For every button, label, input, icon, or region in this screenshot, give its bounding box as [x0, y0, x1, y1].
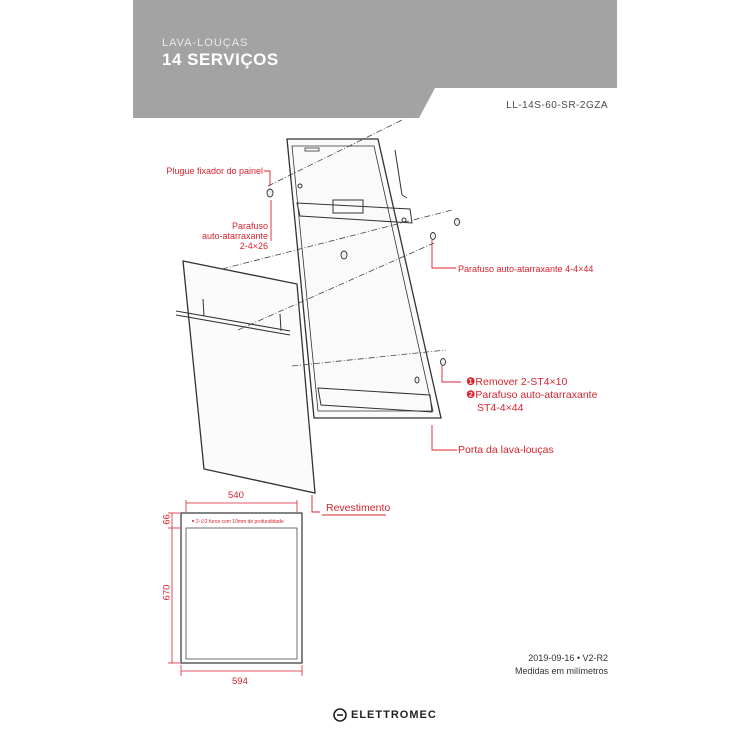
- dimension-width-bottom: 594: [232, 676, 248, 687]
- units-note: Medidas em milímetros: [514, 666, 608, 676]
- brand-logo: ELETTROMEC: [333, 707, 437, 723]
- step-1-number-icon: ❶: [466, 376, 476, 388]
- label-screw-2-line1: Parafuso: [231, 221, 268, 231]
- label-step-2-line2: ST4-4×44: [477, 402, 524, 414]
- label-cladding: Revestimento: [326, 502, 391, 514]
- step-2-number-icon: ❷: [466, 389, 476, 401]
- label-step-1: ❶Remover 2-ST4×10: [466, 376, 567, 389]
- label-screw-2-line2: auto-atarraxante: [201, 231, 268, 241]
- cladding-panel: [175, 260, 316, 494]
- revision-date: 2019-09-16 • V2-R2: [528, 653, 608, 663]
- model-code: LL-14S-60-SR-2GZA: [506, 100, 608, 111]
- hole-note: 2-∅2 furos com 10mm de profundidade: [196, 519, 284, 525]
- brand-name: ELETTROMEC: [351, 709, 437, 721]
- label-step-2: ❷Parafuso auto-atarraxante ST4-4×44: [466, 389, 597, 415]
- dimension-drawing: [168, 500, 303, 676]
- label-screw-2-line3: 2-4×26: [239, 241, 268, 251]
- label-step-2-line1: Parafuso auto-atarraxante: [475, 389, 598, 401]
- label-screw-4: Parafuso auto-atarraxante 4-4×44: [458, 264, 594, 274]
- dimension-height-top: 66: [161, 514, 173, 525]
- label-panel-plug: Plugue fixador do painel: [166, 166, 263, 176]
- page-title: 14 SERVIÇOS: [162, 50, 279, 69]
- screw-icons: [266, 188, 460, 384]
- product-category: LAVA-LOUÇAS: [162, 37, 249, 49]
- label-screw-2: Parafuso auto-atarraxante 2-4×26: [196, 221, 268, 251]
- header-band: [133, 0, 617, 118]
- leader-lines: [264, 170, 461, 516]
- elettromec-logo-icon: [333, 708, 347, 722]
- dimension-height-main: 670: [161, 584, 173, 601]
- label-door: Porta da lava-louças: [458, 444, 554, 456]
- dimension-width-top: 540: [228, 490, 244, 501]
- label-step-1-text: Remover 2-ST4×10: [475, 376, 568, 388]
- dishwasher-door: [286, 138, 442, 419]
- assembly-axes: [221, 119, 453, 367]
- header-band-shape: [133, 0, 617, 118]
